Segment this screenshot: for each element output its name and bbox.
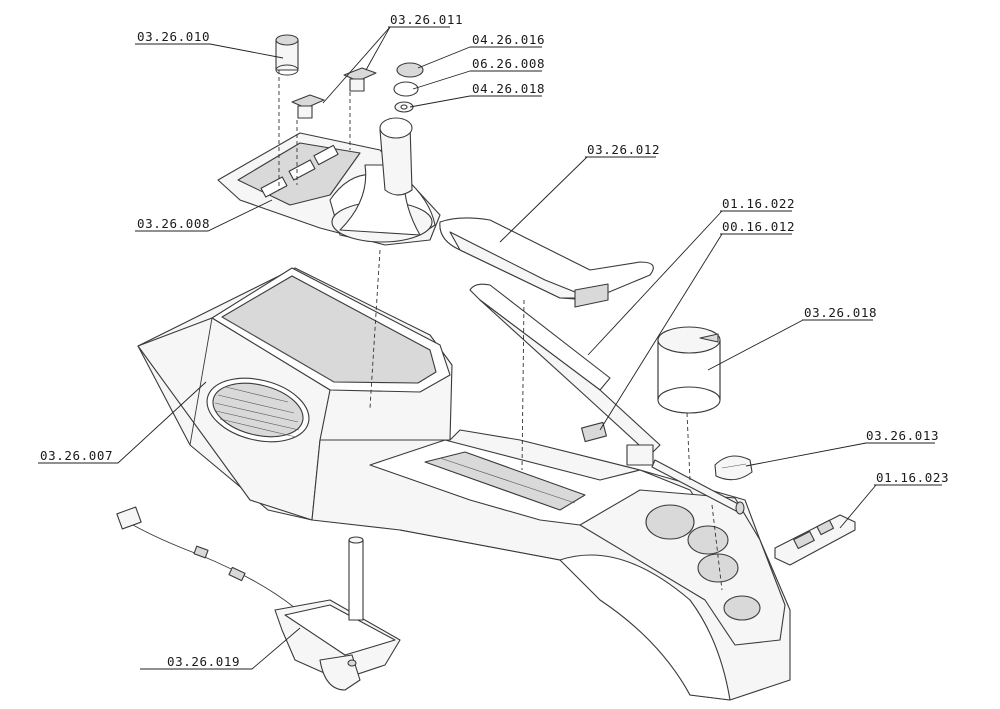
center-console-body — [137, 267, 791, 701]
clip-cap — [714, 455, 753, 481]
label-03-26-019: 03.26.019 — [167, 654, 240, 669]
ring-04-26-018 — [394, 101, 414, 113]
bracket-plate — [774, 514, 856, 566]
assembly-axis-lines — [278, 70, 723, 591]
cap-04-26-016 — [396, 62, 424, 78]
socket-03-26-010 — [275, 34, 299, 76]
gear-knob — [379, 117, 413, 196]
label-04-26-016: 04.26.016 — [472, 32, 545, 47]
cup-holders — [645, 504, 761, 621]
label-03-26-018: 03.26.018 — [804, 305, 877, 320]
disc-06-26-008 — [393, 81, 419, 97]
label-03-26-013: 03.26.013 — [866, 428, 939, 443]
label-03-26-008: 03.26.008 — [137, 216, 210, 231]
label-04-26-018: 04.26.018 — [472, 81, 545, 96]
switch-03-26-011-b — [343, 67, 377, 92]
storage-cup — [657, 326, 721, 414]
label-03-26-011: 03.26.011 — [390, 12, 463, 27]
gear-selector-mechanism — [116, 506, 401, 691]
label-03-26-012: 03.26.012 — [587, 142, 660, 157]
handbrake-lever — [469, 283, 745, 515]
leader-lines — [38, 26, 942, 670]
label-06-26-008: 06.26.008 — [472, 56, 545, 71]
shifter-bezel — [217, 117, 441, 246]
label-01-16-022: 01.16.022 — [722, 196, 795, 211]
switch-03-26-011-a — [291, 94, 325, 119]
label-01-16-023: 01.16.023 — [876, 470, 949, 485]
label-03-26-007: 03.26.007 — [40, 448, 113, 463]
callout-labels: 03.26.010 03.26.011 04.26.016 06.26.008 … — [40, 12, 949, 669]
label-03-26-010: 03.26.010 — [137, 29, 210, 44]
vent-grille — [206, 377, 310, 443]
label-00-16-012: 00.16.012 — [722, 219, 795, 234]
armrest-lid — [439, 217, 654, 308]
